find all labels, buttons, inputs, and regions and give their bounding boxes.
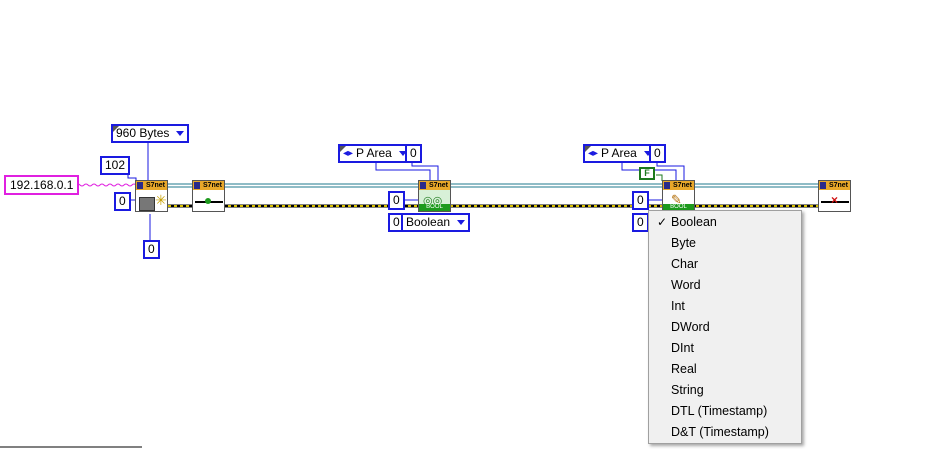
connect-vi[interactable]: S7net: [192, 180, 225, 212]
buffer-size-text: 960 Bytes: [116, 126, 170, 140]
menu-item-word[interactable]: Word: [649, 275, 801, 296]
menu-item-label: Real: [671, 362, 697, 376]
vi-banner: S7net: [819, 181, 850, 190]
menu-item-string[interactable]: String: [649, 380, 801, 401]
menu-item-label: Byte: [671, 236, 697, 250]
pdu-constant-text: 102: [105, 158, 126, 172]
menu-item-byte[interactable]: Byte: [649, 233, 801, 254]
star-icon: ✳: [155, 192, 167, 208]
type-ring[interactable]: Boolean: [401, 213, 471, 232]
ip-address-constant[interactable]: 192.168.0.1: [4, 175, 80, 195]
zero-text: 0: [119, 194, 126, 208]
vi-banner: S7net: [663, 181, 694, 190]
pencil-icon: ✎: [671, 192, 682, 207]
boolean-wire: [656, 174, 663, 181]
increment-arrows-icon[interactable]: ◂▸: [343, 148, 354, 159]
start-address-constant-1[interactable]: 0: [388, 191, 405, 210]
rack-constant[interactable]: 0: [114, 192, 131, 211]
disconnect-vi[interactable]: S7net ×: [818, 180, 851, 212]
dropdown-arrow-icon[interactable]: [457, 220, 466, 225]
write-vi[interactable]: S7net ✎ BOOL: [662, 180, 695, 212]
bool-tag: BOOL: [419, 204, 450, 211]
menu-item-real[interactable]: Real: [649, 359, 801, 380]
menu-item-char[interactable]: Char: [649, 254, 801, 275]
dropdown-arrow-icon[interactable]: [176, 131, 185, 136]
menu-item-label: DInt: [671, 341, 694, 355]
bool-tag: BOOL: [663, 204, 694, 211]
zero-text: 0: [654, 146, 661, 160]
vi-banner: S7net: [419, 181, 450, 190]
menu-item-dword[interactable]: DWord: [649, 317, 801, 338]
vi-banner: S7net: [193, 181, 224, 190]
dropdown-arrow-icon[interactable]: [643, 151, 652, 156]
reference-wire: [168, 183, 818, 188]
area-ring-2[interactable]: ◂▸ P Area: [583, 144, 657, 163]
vi-banner: S7net: [136, 181, 167, 190]
ip-address-text: 192.168.0.1: [10, 178, 74, 192]
write-icon: ✎ BOOL: [663, 190, 694, 211]
corner-marker: [113, 126, 119, 132]
increment-arrows-icon[interactable]: ◂▸: [588, 148, 599, 159]
corner-marker: [340, 146, 346, 152]
bool-constant-text: F: [644, 168, 650, 178]
disconnect-icon: ×: [819, 190, 850, 211]
type-ring-text: Boolean: [406, 215, 451, 229]
read-vi[interactable]: S7net ◎◎ BOOL: [418, 180, 451, 212]
start-address-constant-2[interactable]: 0: [632, 191, 649, 210]
connect-icon: [193, 190, 224, 211]
menu-item-label: D&T (Timestamp): [671, 425, 769, 439]
string-wire: [75, 183, 145, 187]
menu-item-dint[interactable]: DInt: [649, 338, 801, 359]
db-number-constant-2[interactable]: 0: [649, 144, 666, 163]
x-icon: ×: [831, 193, 839, 207]
menu-item-int[interactable]: Int: [649, 296, 801, 317]
zero-text: 0: [148, 242, 155, 256]
menu-item-dtl-timestamp[interactable]: DTL (Timestamp): [649, 401, 801, 422]
corner-marker: [585, 146, 591, 152]
menu-item-label: String: [671, 383, 704, 397]
open-connection-vi[interactable]: S7net ✳: [135, 180, 168, 212]
menu-item-label: DTL (Timestamp): [671, 404, 768, 418]
menu-item-label: Char: [671, 257, 699, 271]
area-ring-1[interactable]: ◂▸ P Area: [338, 144, 412, 163]
menu-item-boolean[interactable]: ✓Boolean: [649, 212, 801, 233]
checkmark-icon: ✓: [657, 215, 668, 229]
dropdown-arrow-icon[interactable]: [398, 151, 407, 156]
boolean-false-constant[interactable]: F: [639, 167, 655, 180]
area-ring-1-text: P Area: [356, 146, 392, 160]
zero-text: 0: [410, 146, 417, 160]
db-number-constant-1[interactable]: 0: [405, 144, 422, 163]
zero-text: 0: [637, 215, 644, 229]
zero-text: 0: [393, 193, 400, 207]
zero-text: 0: [637, 193, 644, 207]
read-icon: ◎◎ BOOL: [419, 190, 450, 211]
pdu-constant[interactable]: 102: [100, 156, 131, 175]
menu-item-label: Boolean: [671, 215, 717, 229]
open-icon-body: ✳: [136, 190, 167, 211]
slot-constant[interactable]: 0: [143, 240, 160, 259]
area-ring-2-text: P Area: [601, 146, 637, 160]
buffer-size-ring[interactable]: 960 Bytes: [111, 124, 190, 143]
menu-item-label: Word: [671, 278, 701, 292]
zero-text: 0: [393, 215, 400, 229]
menu-item-label: Int: [671, 299, 685, 313]
bit-constant-2[interactable]: 0: [632, 213, 649, 232]
menu-item-label: DWord: [671, 320, 710, 334]
menu-item-d-t-timestamp[interactable]: D&T (Timestamp): [649, 422, 801, 443]
